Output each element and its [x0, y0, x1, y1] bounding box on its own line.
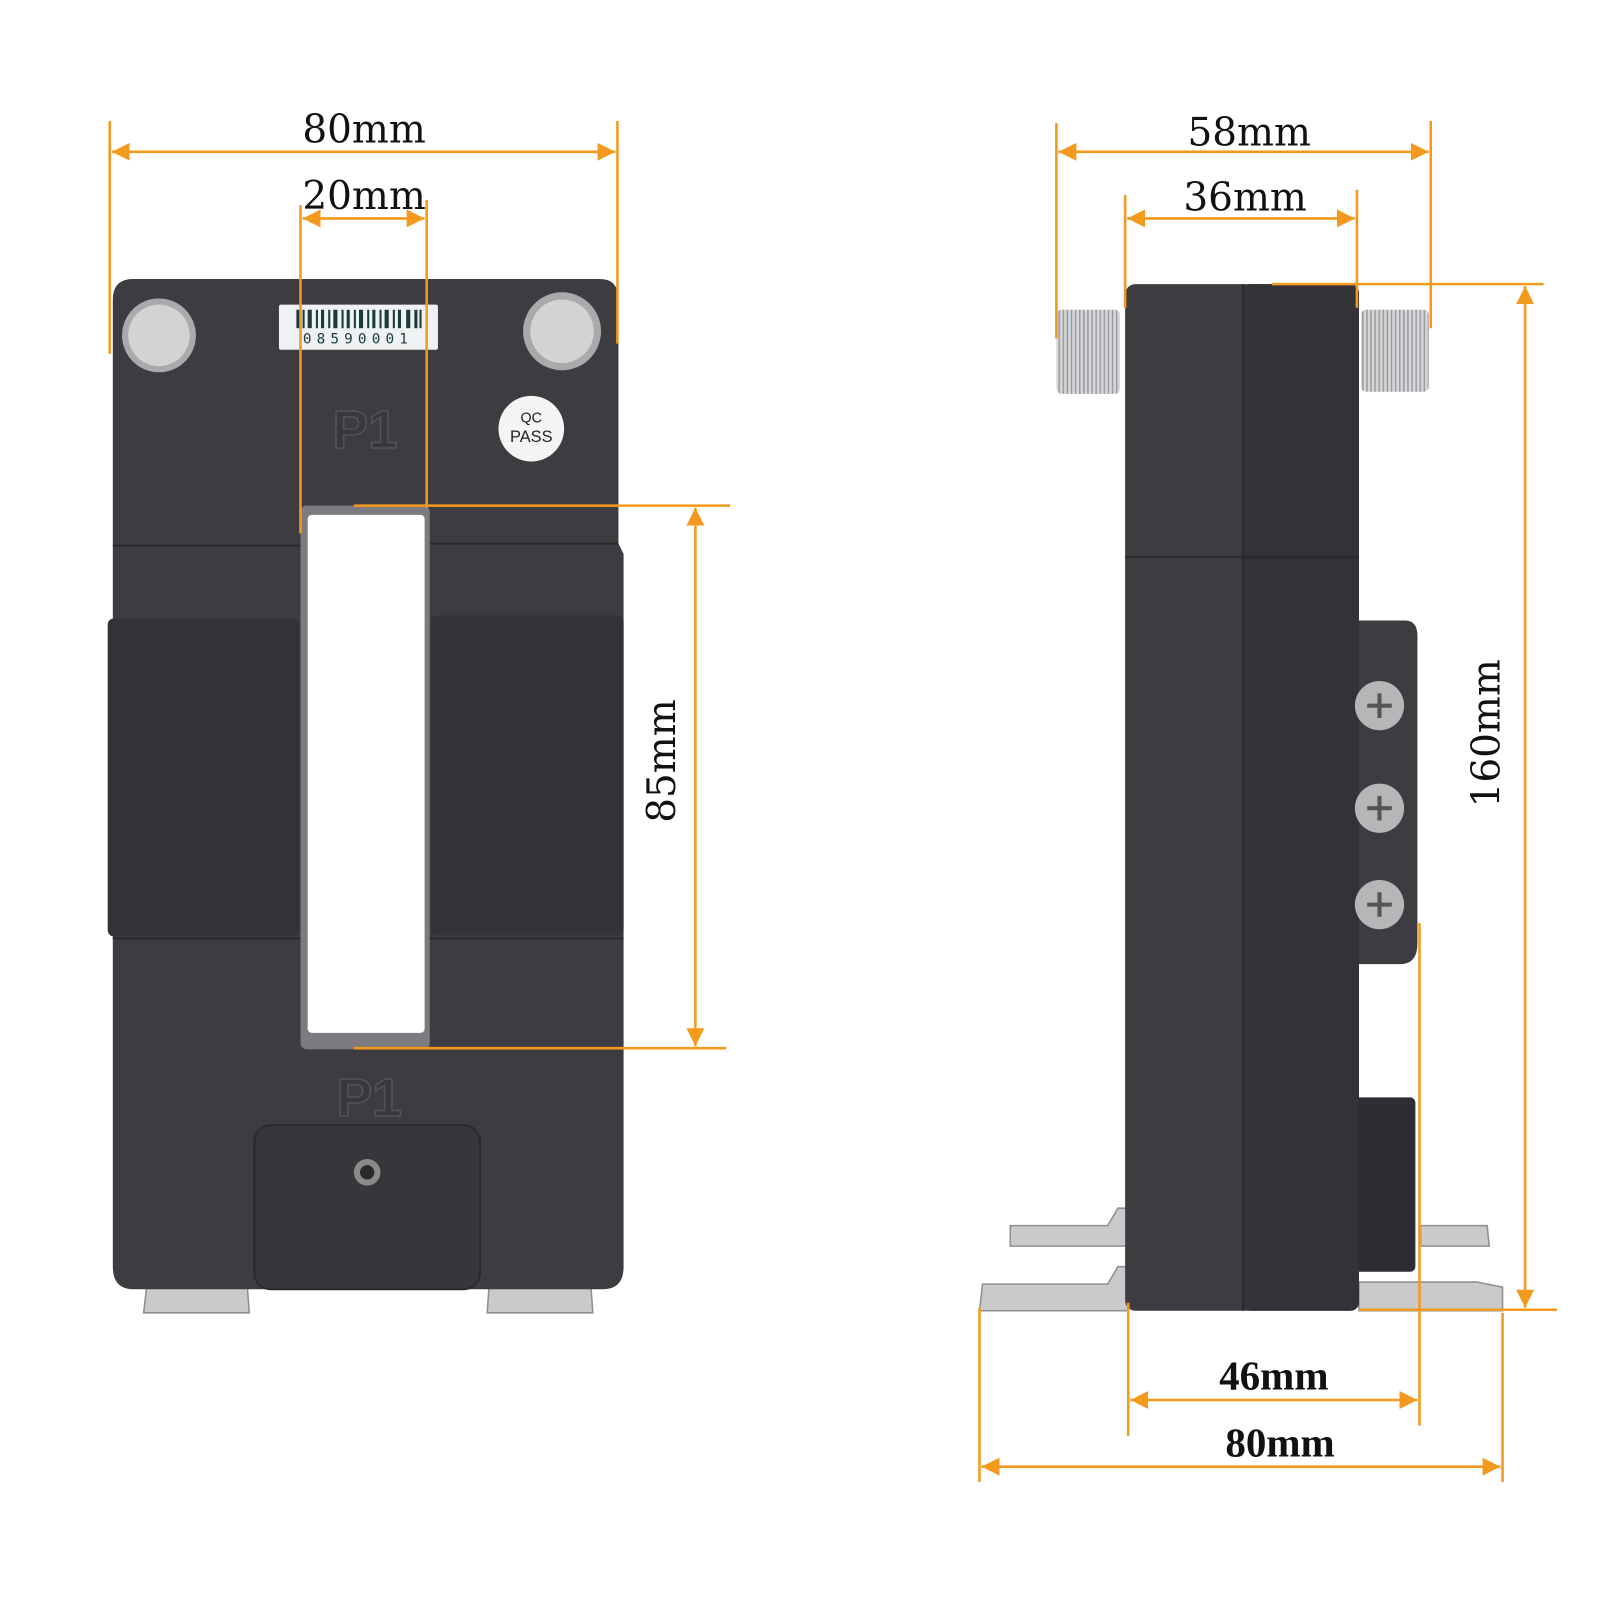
- dim-body-depth-top: 36mm: [1123, 175, 1359, 308]
- dim-terminal-span: 58mm: [1055, 111, 1433, 339]
- dim-window-width: 20mm: [299, 174, 428, 534]
- pass-text: PASS: [510, 428, 553, 446]
- terminal-cover: [253, 1124, 482, 1291]
- dim-label-80mm: 80mm: [302, 108, 426, 153]
- core-block-left: [107, 618, 300, 937]
- dim-window-height: 85mm: [353, 504, 731, 1050]
- dim-label-20mm: 20mm: [302, 174, 426, 219]
- terminal-screw-2: [1354, 783, 1405, 833]
- side-connector: [1353, 1097, 1416, 1272]
- embossed-p1-bottom: P1: [337, 1069, 402, 1128]
- qc-pass-badge: QC PASS: [498, 395, 565, 462]
- barcode-label: 08590001: [278, 304, 438, 350]
- dim-front-width: 80mm: [108, 108, 619, 354]
- front-view: 08590001 P1 P1 QC PASS 80mm 20mm: [107, 108, 731, 1314]
- dim-label-46mm: 46mm: [1219, 1353, 1328, 1399]
- mounting-rail-lower: [978, 1265, 1504, 1312]
- qc-text: QC: [521, 411, 543, 427]
- knurled-knob-left: [1056, 309, 1120, 394]
- knurled-knob-right: [1361, 309, 1429, 392]
- terminal-knob-left: [122, 298, 196, 373]
- terminal-knob-right: [523, 292, 602, 371]
- terminal-screw-1: [1354, 681, 1405, 731]
- dim-label-85mm: 85mm: [640, 699, 685, 823]
- dim-label-58mm: 58mm: [1187, 111, 1311, 156]
- dim-label-36mm: 36mm: [1183, 175, 1307, 220]
- barcode-number: 08590001: [303, 332, 413, 348]
- mounting-rail-upper: [1009, 1207, 1491, 1247]
- embossed-p1-top: P1: [333, 401, 398, 460]
- terminal-screw-3: [1354, 880, 1405, 930]
- dim-height: 160mm: [1271, 282, 1557, 1312]
- core-block-right: [430, 615, 624, 936]
- cover-screw-icon: [353, 1158, 381, 1186]
- dim-label-160mm: 160mm: [1464, 659, 1509, 807]
- dim-body-depth-bottom: 46mm: [1126, 923, 1421, 1436]
- conductor-window: [307, 514, 425, 1033]
- dim-base-width: 80mm: [978, 1307, 1504, 1483]
- side-view: 58mm 36mm 160mm 46mm 80mm: [978, 111, 1557, 1483]
- side-housing-right-half: [1243, 284, 1359, 1311]
- dim-label-80mm-base: 80mm: [1225, 1419, 1334, 1465]
